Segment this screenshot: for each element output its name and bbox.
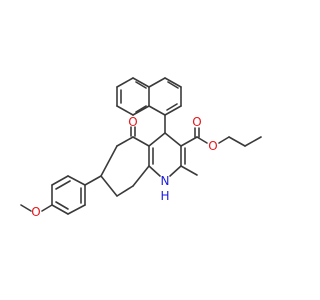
- chemical-structure-diagram: O O O O N H: [20, 77, 262, 219]
- methyl-bond: [180, 165, 198, 176]
- ester-carbonyl-oxygen-label: O: [192, 115, 201, 129]
- ketone-double-bond: [130, 126, 136, 137]
- dihydropyridine-ring: [148, 132, 186, 177]
- naphthalene-ring-left: [116, 77, 150, 116]
- ketone-oxygen-label: O: [128, 115, 137, 129]
- ester-group: [180, 127, 262, 147]
- ring-nitrogen-hydrogen-label: H: [160, 189, 169, 203]
- molecule-drawing: O O O O N H: [20, 77, 262, 219]
- ring-nitrogen-label: N: [161, 174, 170, 188]
- naphthalene-ring-right: [148, 77, 182, 116]
- cyclohexenone-ring: [100, 136, 150, 197]
- ester-oxygen-label: O: [208, 139, 217, 153]
- methoxyphenyl-group: [20, 175, 102, 215]
- methoxy-oxygen-label: O: [31, 205, 40, 219]
